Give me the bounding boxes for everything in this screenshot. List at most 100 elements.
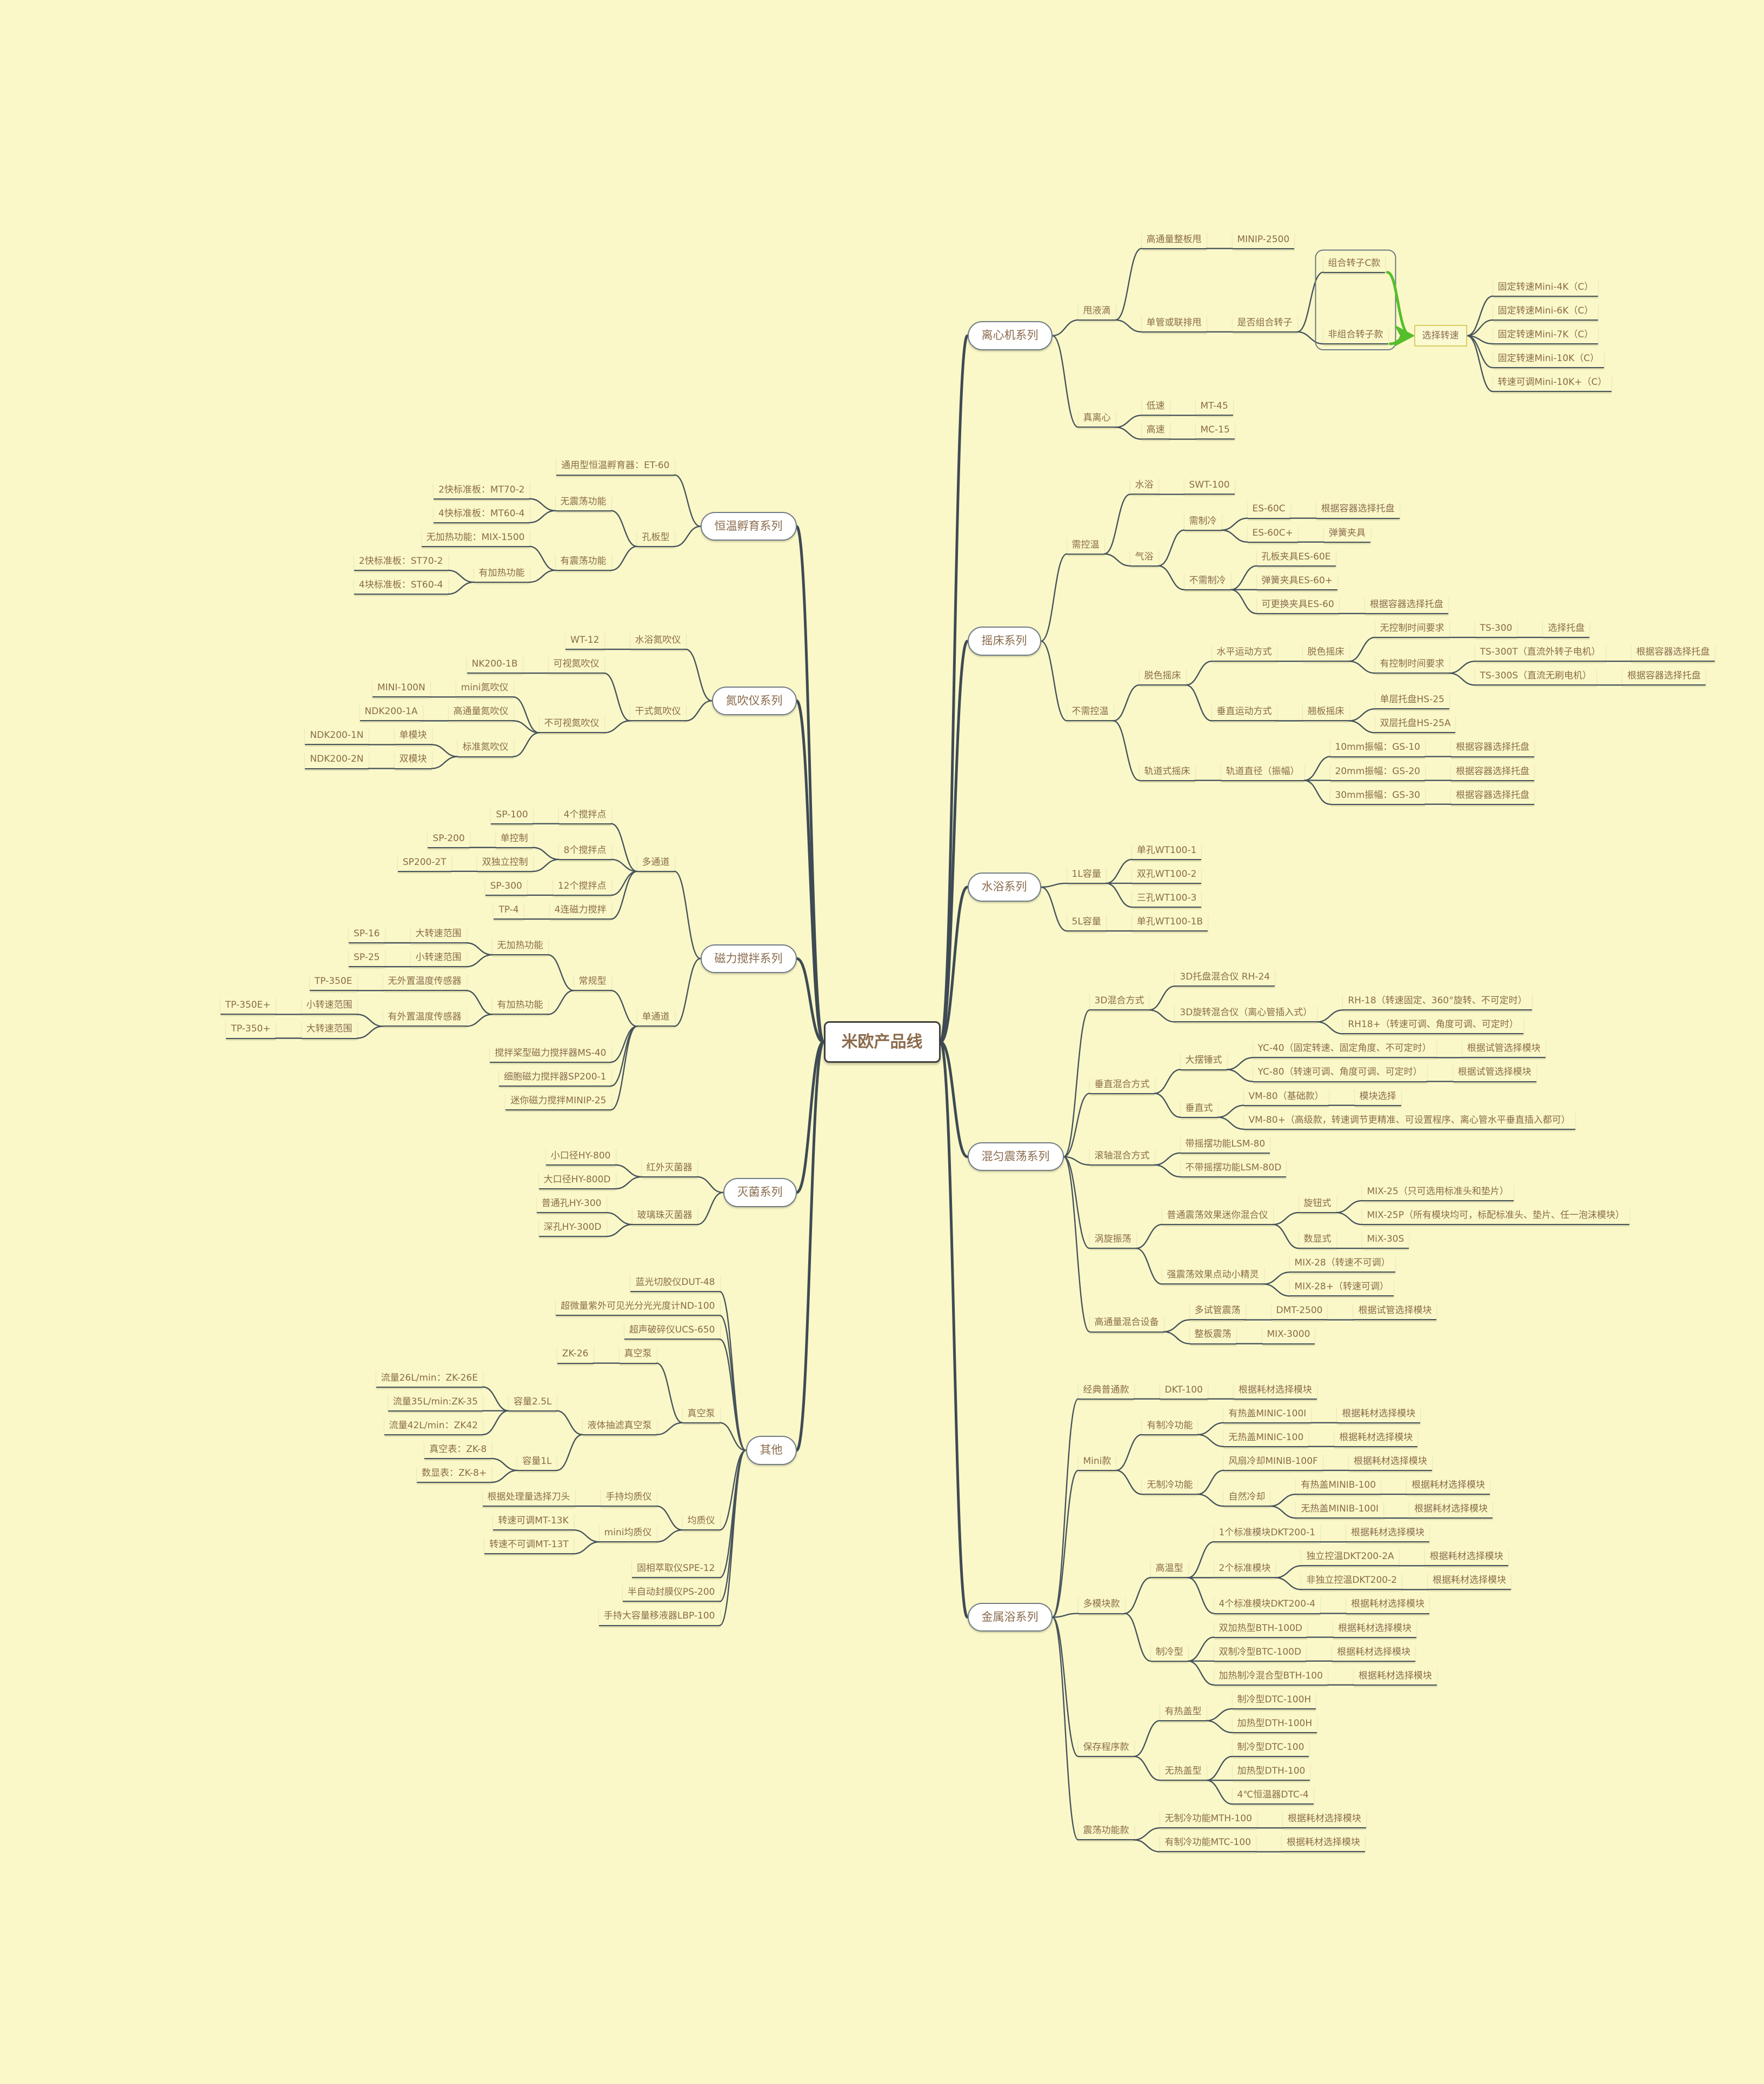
subtopic[interactable]: 干式氮吹仪 [630,704,686,722]
subtopic[interactable]: 高温型 [1150,1561,1188,1579]
subtopic[interactable]: MINI-100N [372,680,430,698]
subtopic[interactable]: 根据耗材选择模块 [1348,1454,1432,1471]
subtopic[interactable]: 普通孔HY-300 [536,1196,607,1214]
subtopic[interactable]: 组合转子C款 [1323,256,1386,273]
branch-topic[interactable]: 水浴系列 [967,873,1041,902]
subtopic[interactable]: 容量2.5L [508,1394,557,1411]
subtopic[interactable]: 强震荡效果点动小精灵 [1162,1267,1264,1285]
subtopic[interactable]: 转速可调Mini-10K+（C） [1493,375,1612,392]
subtopic[interactable]: 根据耗材选择模块 [1282,1835,1366,1853]
subtopic[interactable]: 根据耗材选择模块 [1337,1406,1421,1423]
subtopic[interactable]: 4个搅拌点 [558,807,611,824]
subtopic[interactable]: 2快标准板：MT70-2 [434,482,530,500]
subtopic[interactable]: 常规型 [574,974,611,991]
subtopic[interactable]: 超声破碎仪UCS-650 [624,1322,720,1340]
subtopic[interactable]: 根据容器选择托盘 [1450,788,1534,805]
subtopic[interactable]: 可视氮吹仪 [548,656,604,674]
subtopic[interactable]: 制冷型 [1150,1644,1188,1662]
subtopic[interactable]: 容量1L [517,1454,557,1471]
subtopic[interactable]: MT-45 [1195,398,1233,416]
subtopic[interactable]: 根据耗材选择模块 [1282,1811,1366,1829]
subtopic[interactable]: YC-80（转速可调、角度可调、可定时） [1253,1064,1427,1082]
subtopic[interactable]: 根据试管选择模块 [1462,1041,1546,1058]
subtopic[interactable]: 脱色摇床 [1139,668,1186,686]
subtopic[interactable]: 弹簧夹具 [1323,525,1370,543]
subtopic[interactable]: 是否组合转子 [1232,315,1297,332]
subtopic[interactable]: MIX-25（只可选用标准头和垫片） [1362,1184,1514,1202]
subtopic[interactable]: DKT-100 [1160,1382,1208,1400]
subtopic[interactable]: 根据耗材选择模块 [1353,1668,1437,1686]
subtopic[interactable]: ES-60C+ [1247,525,1298,543]
subtopic[interactable]: 数显式 [1299,1231,1336,1249]
subtopic[interactable]: SWT-100 [1184,477,1235,495]
branch-topic[interactable]: 恒温孵育系列 [700,512,797,541]
subtopic[interactable]: 超微量紫外可见光分光光度计ND-100 [556,1299,720,1316]
subtopic[interactable]: YC-40（固定转速、固定角度、不可定时） [1253,1041,1436,1058]
subtopic[interactable]: 5L容量 [1067,914,1106,932]
subtopic[interactable]: 风扇冷却MINIB-100F [1223,1454,1323,1471]
subtopic[interactable]: 垂直混合方式 [1089,1077,1155,1094]
subtopic[interactable]: 加热型DTH-100 [1232,1763,1310,1781]
subtopic[interactable]: 普通震荡效果迷你混合仪 [1162,1208,1273,1226]
subtopic[interactable]: 手持大容量移液器LBP-100 [598,1608,720,1626]
subtopic[interactable]: 根据耗材选择模块 [1428,1573,1512,1590]
subtopic[interactable]: 根据容器选择托盘 [1450,740,1534,757]
subtopic[interactable]: MIX-3000 [1262,1327,1315,1344]
subtopic[interactable]: 水平运动方式 [1211,644,1277,662]
subtopic[interactable]: 通用型恒温孵育器：ET-60 [556,458,675,476]
subtopic[interactable]: MIX-25P（所有模块均可，标配标准头、垫片、任一泡沫模块） [1362,1208,1629,1226]
subtopic[interactable]: 小口径HY-800 [545,1148,616,1166]
subtopic[interactable]: 8个搅拌点 [558,843,611,860]
subtopic[interactable]: WT-12 [565,632,604,650]
subtopic[interactable]: SP200-2T [397,855,451,872]
subtopic[interactable]: TP-350E+ [220,997,276,1015]
subtopic[interactable]: 小转速范围 [301,997,357,1015]
subtopic[interactable]: 滚轴混合方式 [1089,1148,1155,1166]
subtopic[interactable]: 根据耗材选择模块 [1334,1430,1418,1447]
subtopic[interactable]: 双层托盘HS-25A [1375,716,1456,734]
subtopic[interactable]: 制冷型DTC-100 [1232,1740,1309,1757]
subtopic[interactable]: 真离心 [1078,410,1116,428]
branch-topic[interactable]: 氮吹仪系列 [711,686,797,715]
subtopic[interactable]: 轨道式摇床 [1139,764,1195,781]
subtopic[interactable]: 单孔WT100-1B [1131,914,1208,932]
subtopic[interactable]: 选择转速 [1414,324,1467,347]
subtopic[interactable]: 固定转速Mini-6K（C） [1493,303,1599,321]
subtopic[interactable]: 4快标准板：MT60-4 [434,506,530,523]
subtopic[interactable]: 流量26L/min：ZK-26E [376,1370,483,1388]
subtopic[interactable]: RH-18（转速固定、360°旋转、不可定时） [1343,993,1532,1011]
subtopic[interactable]: 真空泵 [682,1406,720,1423]
subtopic[interactable]: TP-4 [494,902,524,920]
subtopic[interactable]: 小转速范围 [410,950,467,968]
subtopic[interactable]: 震荡功能款 [1078,1823,1134,1841]
subtopic[interactable]: 根据试管选择模块 [1453,1064,1536,1082]
subtopic[interactable]: 孔板夹具ES-60E [1256,549,1336,567]
subtopic[interactable]: 双孔WT100-2 [1131,867,1202,884]
subtopic[interactable]: 根据容器选择托盘 [1316,501,1400,519]
subtopic[interactable]: 双制冷型BTC-100D [1214,1644,1307,1662]
subtopic[interactable]: 不需制冷 [1184,573,1231,590]
subtopic[interactable]: 固定转速Mini-7K（C） [1493,327,1599,345]
subtopic[interactable]: 3D托盘混合仪 RH-24 [1175,969,1275,987]
subtopic[interactable]: 无热盖MINIC-100 [1223,1430,1309,1447]
subtopic[interactable]: 高通量混合设备 [1089,1315,1164,1333]
subtopic[interactable]: 带摇摆功能LSM-80 [1180,1136,1270,1154]
subtopic[interactable]: 无制冷功能 [1142,1477,1198,1495]
subtopic[interactable]: 可更换夹具ES-60 [1256,597,1339,614]
subtopic[interactable]: 三孔WT100-3 [1131,890,1202,908]
subtopic[interactable]: 双加热型BTH-100D [1214,1621,1308,1638]
subtopic[interactable]: 不可视氮吹仪 [539,716,604,734]
subtopic[interactable]: 无加热功能 [492,938,548,956]
subtopic[interactable]: 不带摇摆功能LSM-80D [1180,1160,1287,1177]
subtopic[interactable]: 多通道 [637,855,675,872]
subtopic[interactable]: 根据耗材选择模块 [1424,1549,1508,1567]
subtopic[interactable]: 无热盖MINIB-100I [1296,1501,1384,1519]
subtopic[interactable]: 需控温 [1067,537,1104,555]
subtopic[interactable]: MINIP-2500 [1232,232,1295,249]
subtopic[interactable]: 根据处理量选择刀头 [482,1489,575,1507]
subtopic[interactable]: 玻璃珠灭菌器 [632,1208,697,1226]
subtopic[interactable]: 无震荡功能 [555,494,611,511]
subtopic[interactable]: 转速不可调MT-13T [484,1537,574,1555]
subtopic[interactable]: 独立控温DKT200-2A [1301,1549,1399,1567]
subtopic[interactable]: SP-16 [349,926,385,944]
